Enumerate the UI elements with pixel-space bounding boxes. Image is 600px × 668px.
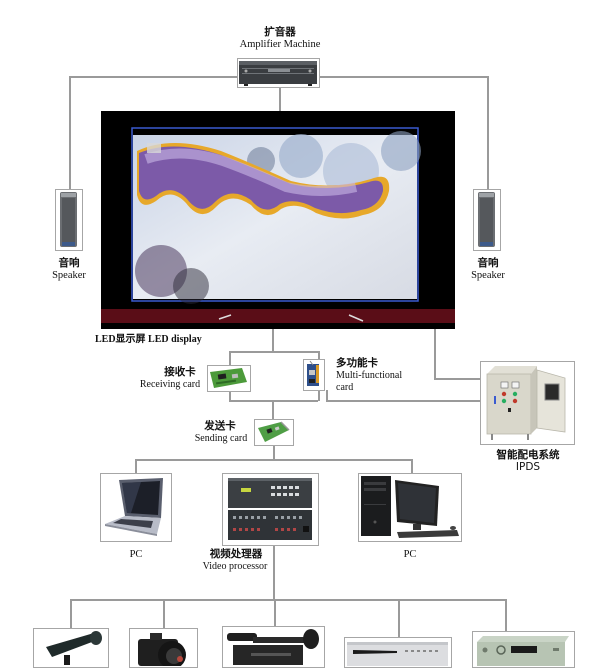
pc-laptop-label: PC [129,549,143,560]
led-display-label: LED显示屏 LED display [95,334,202,345]
security-camera-icon [34,629,108,666]
amplifier-label-zh: 扩音器 [264,26,296,38]
source-dslr-camera[interactable] [129,628,198,668]
connector-multi-bottom [318,390,320,401]
connector-sources-horizontal [70,599,506,601]
connector-pcs-horizontal [135,459,412,461]
receiving-card-node[interactable] [207,365,251,392]
speaker-right-node[interactable] [473,189,501,251]
multi-card-label-en-2: card [336,382,354,393]
connector-right-speaker-drop [487,76,489,189]
connector-multi-ipds-drop [326,390,328,401]
video-processor-node[interactable] [222,473,319,546]
connector-cards-sending [272,400,274,419]
source-set-top-box[interactable] [472,631,575,668]
sending-card-node[interactable] [254,419,294,446]
amplifier-label-en: Amplifier Machine [239,39,321,50]
amplifier-icon [238,59,319,86]
connector-amp-display [279,87,281,111]
speaker-icon [474,190,500,249]
pc-laptop-node[interactable] [100,473,172,542]
multi-card-label-zh: 多功能卡 [336,357,378,369]
connector-amp-right [320,76,487,78]
video-processor-label-zh: 视频处理器 [209,548,263,560]
connector-sending-pcs [273,445,275,459]
connector-cards-bottom [229,400,318,402]
speaker-left-label-zh: 音响 [58,257,80,269]
dvd-player-icon [345,638,451,666]
connector-source-4-drop [398,599,400,637]
receiving-card-label-zh: 接收卡 [164,366,196,378]
connector-source-1-drop [70,599,72,628]
connector-multi-ipds [326,400,480,402]
desktop-pc-icon [359,474,461,540]
dslr-camera-icon [130,629,197,666]
speaker-left-node[interactable] [55,189,83,251]
sending-card-label-en: Sending card [194,433,248,444]
video-processor-label-en: Video processor [202,561,268,572]
connector-source-5-drop [505,599,507,631]
connector-cards-top [229,351,318,353]
led-display-node[interactable] [101,111,455,329]
power-cabinet-icon [481,362,574,443]
connector-source-2-drop [163,599,165,628]
source-security-camera[interactable] [33,628,109,668]
connector-source-3-drop [274,599,276,627]
speaker-right-label-zh: 音响 [477,257,499,269]
ipds-label-en: IPDS [515,461,541,473]
connector-processor-sources [273,545,275,599]
connector-left-speaker-drop [69,76,71,189]
laptop-icon [101,474,171,540]
ipds-label-zh: 智能配电系统 [496,449,560,461]
video-processor-icon [223,474,318,544]
pc-desktop-label: PC [403,549,417,560]
speaker-left-label-en: Speaker [52,270,86,281]
ipds-node[interactable] [480,361,575,445]
set-top-box-icon [473,632,574,666]
speaker-right-label-en: Speaker [471,270,505,281]
connector-display-cards [272,328,274,352]
multi-function-card-icon [304,360,324,389]
connector-desktop-drop [411,459,413,473]
source-dvd-player[interactable] [344,637,452,668]
pc-desktop-node[interactable] [358,473,462,542]
multi-card-label-en-1: Multi-functional [336,370,403,381]
circuit-card-icon [208,366,250,390]
connector-display-ipds [434,378,480,380]
source-camcorder[interactable] [222,626,325,668]
circuit-card-icon [255,420,293,444]
connector-display-ipds-drop [434,328,436,379]
multi-function-card-node[interactable] [303,359,325,391]
speaker-icon [56,190,82,249]
connector-amp-left [69,76,237,78]
sending-card-label-zh: 发送卡 [204,420,236,432]
receiving-card-label-en: Receiving card [139,379,201,390]
amplifier-node[interactable] [237,58,320,88]
led-display-icon [101,111,455,329]
connector-laptop-drop [135,459,137,473]
camcorder-icon [223,627,324,666]
connector-multi-top [318,351,320,361]
